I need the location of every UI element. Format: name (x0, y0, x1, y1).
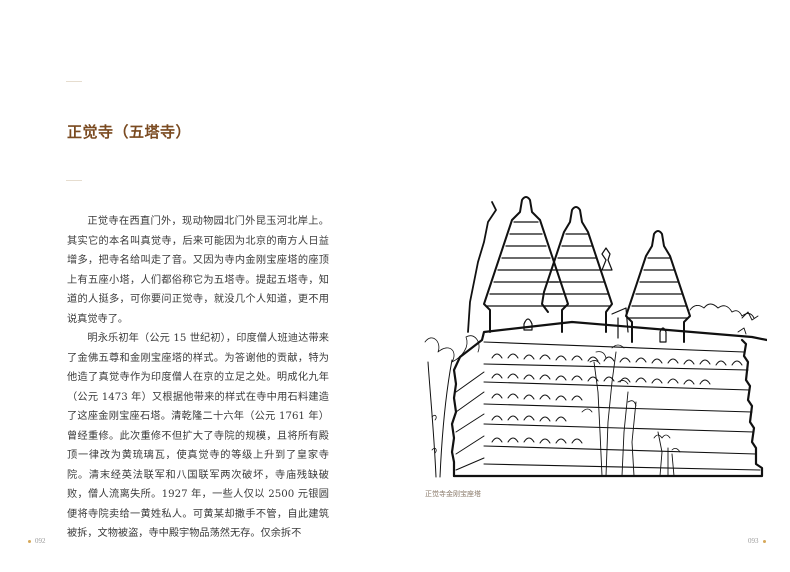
illustration-caption: 正觉寺金刚宝座塔 (425, 490, 481, 498)
chapter-title: 正觉寺（五塔寺） (67, 123, 192, 141)
left-page: 正觉寺（五塔寺） 正觉寺在西直门外，现动物园北门外昆玉河北岸上。其实它的本名叫真… (24, 81, 329, 545)
paragraph-2: 明永乐初年（公元 15 世纪初），印度僧人班迪达带来了金佛五尊和金刚宝座塔的样式… (67, 333, 329, 539)
paragraph-1: 正觉寺在西直门外，现动物园北门外昆玉河北岸上。其实它的本名叫真觉寺，后来可能因为… (67, 216, 329, 325)
body-text: 正觉寺在西直门外，现动物园北门外昆玉河北岸上。其实它的本名叫真觉寺，后来可能因为… (67, 212, 329, 544)
page-number-right: 093 (748, 537, 770, 545)
folio-dot-icon (28, 539, 31, 543)
bottom-decorative-rule (66, 180, 82, 181)
top-decorative-rule (66, 81, 82, 82)
pagoda-illustration (424, 196, 767, 478)
page-number-left: 092 (24, 537, 46, 545)
folio-dot-icon (762, 539, 766, 543)
